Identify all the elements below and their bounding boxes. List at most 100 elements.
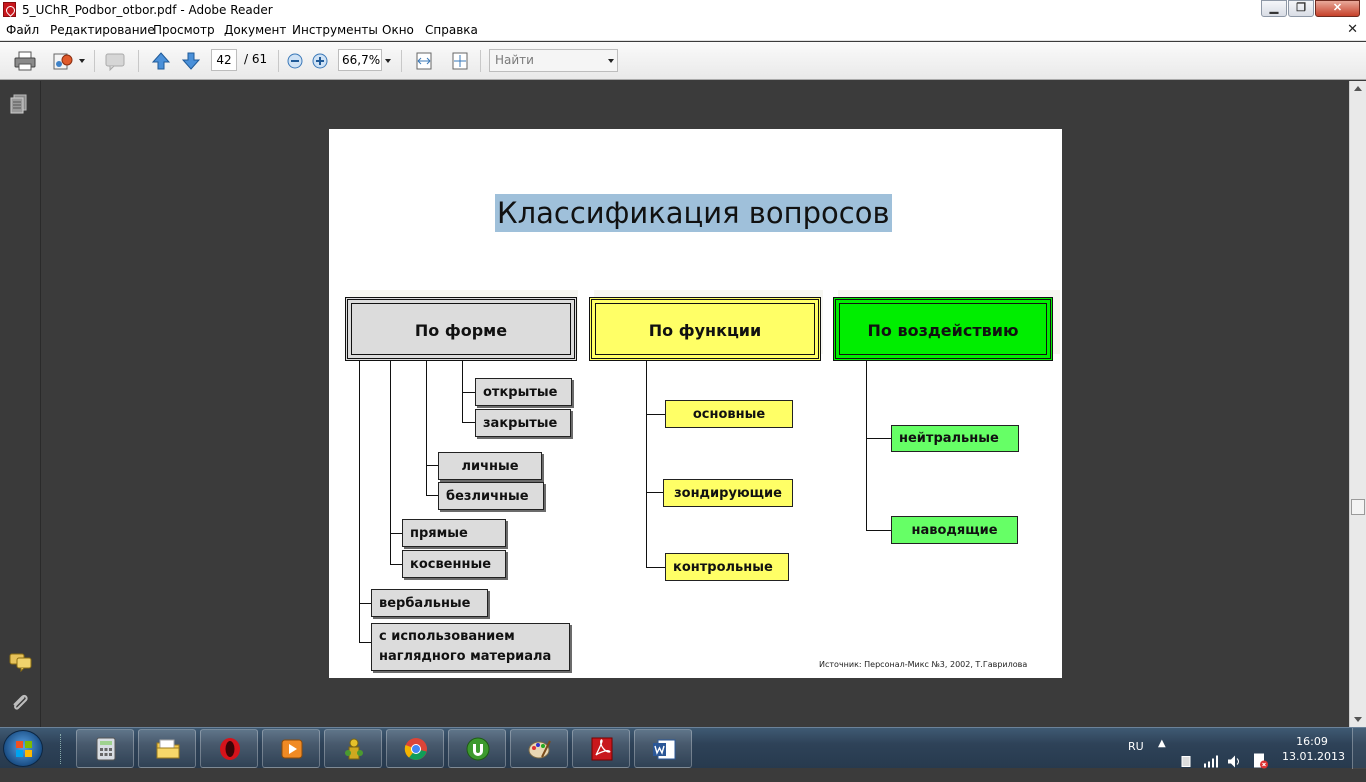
previous-page-icon[interactable] — [150, 51, 172, 71]
pages-icon[interactable] — [9, 94, 29, 116]
category-label: По воздействию — [867, 320, 1019, 340]
start-button[interactable] — [3, 730, 43, 767]
source-note: Источник: Персонал-Микс №3, 2002, Т.Гавр… — [819, 660, 1028, 669]
connector-line — [866, 361, 867, 531]
chevron-down-icon — [608, 59, 614, 63]
share-dropdown-icon[interactable] — [79, 59, 85, 63]
tray-expand-icon[interactable]: ▲ — [1158, 738, 1166, 749]
item-label: косвенные — [410, 556, 492, 572]
taskbar-file-explorer[interactable] — [138, 729, 196, 768]
taskbar-chrome[interactable] — [386, 729, 444, 768]
fit-page-icon[interactable] — [449, 51, 471, 71]
vertical-scrollbar[interactable] — [1349, 81, 1366, 727]
scroll-down-icon[interactable] — [1354, 717, 1362, 722]
item-box: прямые — [402, 519, 506, 547]
find-dropdown[interactable] — [605, 49, 618, 72]
connector-line — [359, 642, 371, 643]
find-input[interactable]: Найти — [489, 49, 606, 72]
item-box: нейтральные — [891, 425, 1019, 452]
taskbar-network-app[interactable] — [324, 729, 382, 768]
show-desktop-button[interactable] — [1352, 728, 1366, 769]
category-function: По функции — [589, 297, 821, 361]
zoom-input[interactable]: 66,7% — [338, 49, 382, 71]
menu-help[interactable]: Справка — [425, 23, 478, 37]
connector-line — [390, 564, 402, 565]
next-page-icon[interactable] — [180, 51, 202, 71]
connector-line — [390, 533, 402, 534]
item-label: безличные — [446, 488, 529, 504]
comments-icon[interactable] — [9, 652, 33, 672]
menu-tools[interactable]: Инструменты — [292, 23, 378, 37]
language-indicator[interactable]: RU — [1128, 740, 1144, 753]
share-icon[interactable] — [52, 51, 74, 71]
item-label: контрольные — [673, 559, 773, 575]
page-number-input[interactable]: 42 — [211, 49, 237, 71]
item-label: нейтральные — [899, 431, 999, 446]
zoom-dropdown-icon[interactable] — [385, 59, 391, 63]
media-player-icon — [281, 739, 303, 759]
separator — [401, 50, 402, 72]
taskbar-opera[interactable] — [200, 729, 258, 768]
menu-file[interactable]: Файл — [6, 23, 40, 37]
print-icon[interactable] — [14, 51, 36, 71]
taskbar-adobe-reader[interactable] — [572, 729, 630, 768]
connector-line — [866, 530, 891, 531]
connector-line — [359, 361, 360, 643]
menu-window[interactable]: Окно — [382, 23, 414, 37]
item-box: косвенные — [402, 550, 506, 578]
connector-line — [462, 392, 475, 393]
menu-document[interactable]: Документ — [224, 23, 287, 37]
connector-line — [866, 438, 891, 439]
volume-icon[interactable] — [1227, 741, 1243, 782]
network-app-icon — [345, 738, 363, 760]
category-impact: По воздействию — [833, 297, 1053, 361]
item-label: закрытые — [483, 415, 558, 431]
fit-width-icon[interactable] — [413, 51, 435, 71]
zoom-out-icon[interactable] — [285, 51, 307, 71]
comment-icon[interactable] — [104, 51, 126, 71]
item-label: наводящие — [911, 522, 998, 538]
item-label: наглядного материала — [379, 649, 552, 664]
close-document-icon[interactable]: ✕ — [1347, 22, 1358, 37]
minimize-button[interactable]: ▁ — [1261, 0, 1287, 17]
item-label: с использованием — [379, 629, 515, 644]
taskbar-utorrent[interactable] — [448, 729, 506, 768]
taskbar-grip — [60, 734, 64, 764]
folder-icon — [156, 739, 180, 759]
item-box: наводящие — [891, 516, 1018, 544]
category-label: По форме — [414, 320, 508, 340]
taskbar-media-player[interactable] — [262, 729, 320, 768]
zoom-in-icon[interactable] — [310, 51, 332, 71]
close-button[interactable]: ✕ — [1315, 0, 1360, 17]
item-box: основные — [665, 400, 793, 428]
taskbar-paint[interactable] — [510, 729, 568, 768]
window-title: 5_UChR_Podbor_otbor.pdf - Adobe Reader — [22, 3, 273, 17]
restore-button[interactable]: ❐ — [1288, 0, 1314, 17]
window-controls: ▁ ❐ ✕ — [1260, 0, 1360, 18]
item-label: основные — [692, 406, 766, 422]
chrome-icon — [404, 738, 427, 760]
category-label: По функции — [648, 320, 762, 340]
taskbar-word[interactable] — [634, 729, 692, 768]
usb-device-icon[interactable] — [1179, 741, 1193, 782]
attachments-icon[interactable] — [9, 692, 31, 714]
taskbar-calculator[interactable] — [76, 729, 134, 768]
item-box: с использованием наглядного материала — [371, 623, 570, 671]
item-box: контрольные — [665, 553, 789, 581]
system-clock[interactable]: 16:09 13.01.2013 — [1282, 734, 1345, 764]
network-icon[interactable] — [1203, 741, 1219, 782]
utorrent-icon — [466, 737, 490, 761]
item-label: личные — [461, 458, 519, 474]
connector-line — [359, 603, 371, 604]
toolbar — [0, 42, 1366, 80]
menu-view[interactable]: Просмотр — [153, 23, 215, 37]
calculator-icon — [96, 737, 116, 761]
scroll-thumb[interactable] — [1351, 499, 1365, 515]
menu-edit[interactable]: Редактирование — [50, 23, 155, 37]
item-label: открытые — [483, 384, 558, 400]
scroll-up-icon[interactable] — [1354, 86, 1362, 91]
action-center-icon[interactable] — [1252, 740, 1268, 781]
opera-icon — [220, 738, 240, 760]
adobe-reader-icon — [3, 2, 16, 17]
word-icon — [653, 739, 676, 760]
